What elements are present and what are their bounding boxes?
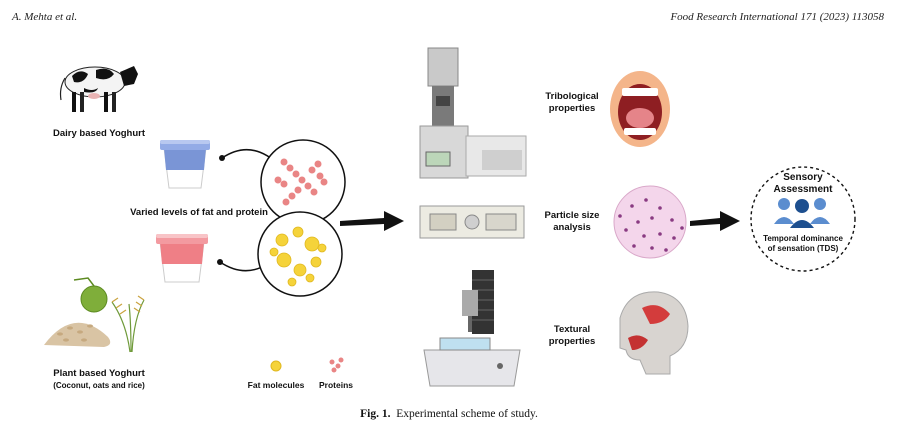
coconut-illustration <box>73 277 108 313</box>
sensory-assessment-circle <box>750 166 856 272</box>
textural-line1: Textural <box>553 324 591 335</box>
figure-caption: Fig. 1. Experimental scheme of study. <box>0 408 898 420</box>
cow-illustration <box>59 66 138 112</box>
textural-label: Textural properties <box>532 324 612 348</box>
protein-network-circle <box>260 139 346 225</box>
tds-line2: of sensation (TDS) <box>767 244 839 253</box>
plant-yoghurt-cup <box>156 234 208 283</box>
particle-dish-illustration <box>613 185 687 259</box>
tribometer-instrument <box>419 47 527 179</box>
particle-line2: analysis <box>553 222 591 233</box>
caption-label: Fig. 1. <box>360 408 391 420</box>
sensory-line1: Sensory <box>783 172 823 183</box>
particle-label: Particle size analysis <box>532 210 612 234</box>
texture-analyzer <box>423 270 521 387</box>
legend-protein-label: Proteins <box>318 380 353 390</box>
people-icon <box>774 198 830 228</box>
running-header-authors: A. Mehta et al. <box>12 11 78 23</box>
running-header-journal: Food Research International 171 (2023) 1… <box>670 11 884 23</box>
tds-label: Temporal dominance of sensation (TDS) <box>758 234 848 254</box>
mouth-illustration <box>610 71 670 147</box>
sensory-title: Sensory Assessment <box>763 172 843 196</box>
arrow-to-sensory <box>690 211 740 231</box>
head-muscle-illustration <box>619 291 689 375</box>
tribological-label: Tribological properties <box>532 91 612 115</box>
fat-molecules-circle <box>257 211 343 297</box>
plant-yoghurt-title: Plant based Yoghurt <box>53 368 145 379</box>
legend-fat-label: Fat molecules <box>247 380 305 390</box>
sensory-line2: Assessment <box>773 184 833 195</box>
tds-line1: Temporal dominance <box>763 234 843 243</box>
rice-plant <box>111 295 145 353</box>
tribological-line2: properties <box>548 103 596 114</box>
plant-yoghurt-sub: (Coconut, oats and rice) <box>53 381 145 390</box>
dairy-yoghurt-cup <box>160 140 210 189</box>
particle-line1: Particle size <box>544 210 600 221</box>
oats-pile <box>44 322 111 347</box>
plant-yoghurt-label: Plant based Yoghurt (Coconut, oats and r… <box>24 368 174 392</box>
textural-line2: properties <box>548 336 596 347</box>
tribological-line1: Tribological <box>545 91 599 102</box>
varied-levels-label: Varied levels of fat and protein <box>130 207 268 218</box>
particle-size-analyzer <box>419 205 525 239</box>
arrow-to-analysis <box>340 211 404 231</box>
caption-text: Experimental scheme of study. <box>396 408 538 420</box>
dairy-yoghurt-label: Dairy based Yoghurt <box>52 128 146 139</box>
